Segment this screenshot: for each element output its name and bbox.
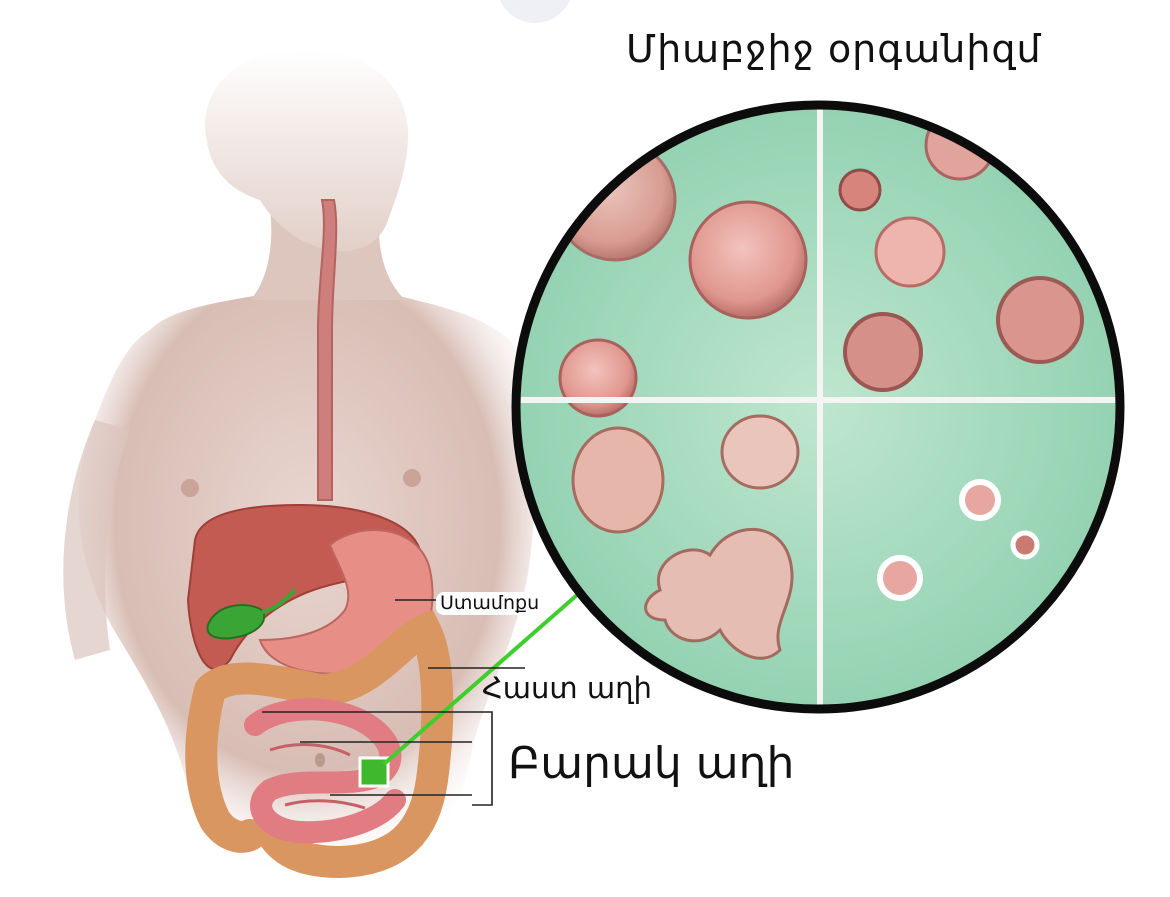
esophagus (317, 199, 338, 501)
diagram-title: Միաբջիջ օրգանիզմ (626, 27, 1042, 71)
leader-lines (262, 599, 525, 806)
cell (996, 276, 1084, 364)
cell (874, 216, 946, 288)
cell (688, 200, 808, 320)
cell (571, 426, 665, 534)
cell (644, 527, 794, 660)
cell (877, 555, 923, 601)
cell (1010, 530, 1040, 560)
colon (185, 609, 454, 879)
cell (959, 479, 1001, 521)
stomach-label: Ստամոքս (436, 592, 544, 615)
cell (843, 312, 923, 392)
cell (838, 168, 882, 212)
large-intestine-label: Հաստ աղի (482, 671, 652, 705)
cell (720, 414, 800, 490)
human-torso (63, 49, 536, 880)
cell (553, 138, 677, 262)
cell (558, 338, 638, 418)
small-intestine-bracket (472, 711, 493, 806)
microscope-view (511, 100, 1125, 714)
gallbladder (206, 604, 265, 640)
small-intestine-label: Բարակ աղի (508, 738, 795, 789)
pointer-line (382, 586, 587, 766)
small-intestine (244, 698, 406, 844)
